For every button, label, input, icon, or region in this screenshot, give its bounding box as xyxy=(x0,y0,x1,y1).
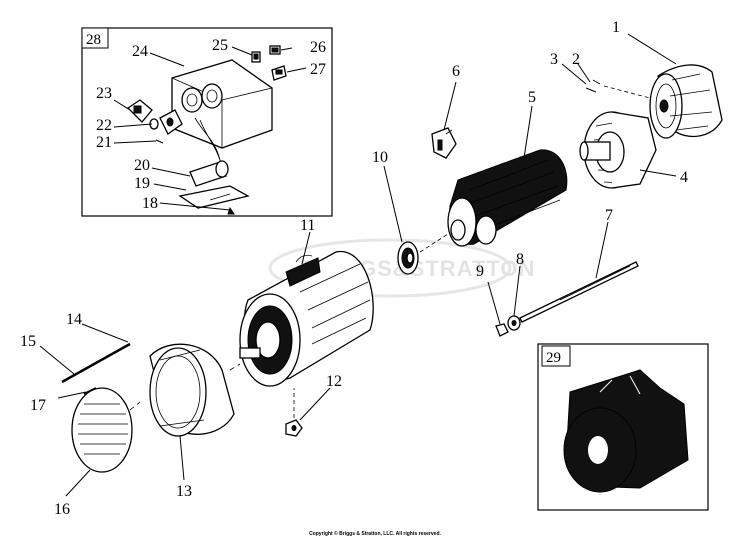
rod-part xyxy=(61,342,131,384)
control-panel-inset-box: 28 xyxy=(81,27,333,217)
callout-24: 24 xyxy=(132,43,148,60)
callout-16: 16 xyxy=(54,501,70,518)
switch-part xyxy=(126,99,153,123)
end-ring-part xyxy=(149,343,235,437)
callout-7: 7 xyxy=(605,207,613,224)
callout-11: 11 xyxy=(300,217,315,234)
callout-6: 6 xyxy=(452,63,460,80)
box-28-label: 28 xyxy=(86,32,101,48)
copyright-notice: Copyright © Briggs & Stratton, LLC. All … xyxy=(309,531,441,537)
callout-13: 13 xyxy=(176,483,192,500)
pin-part xyxy=(592,79,601,85)
callout-20: 20 xyxy=(134,157,150,174)
callout-22: 22 xyxy=(96,117,112,134)
bracket-part xyxy=(178,185,250,215)
screw-part xyxy=(155,139,164,144)
callout-14: 14 xyxy=(66,311,82,328)
callout-4: 4 xyxy=(680,169,688,186)
brush-holder-part xyxy=(431,127,457,159)
terminal-part xyxy=(269,45,281,55)
callout-23: 23 xyxy=(96,85,112,102)
rear-bearing-carrier-part xyxy=(649,64,723,139)
leader-lines xyxy=(39,33,677,497)
callout-19: 19 xyxy=(134,175,150,192)
washer-part xyxy=(507,315,521,331)
rotor-part xyxy=(447,149,568,247)
capacitor-part xyxy=(189,160,229,187)
through-bolt-part xyxy=(519,261,639,323)
receptacle-part xyxy=(149,109,183,135)
assembly-inset-box: 29 xyxy=(537,343,709,511)
control-panel-housing xyxy=(171,59,273,169)
callout-3: 3 xyxy=(550,51,558,68)
callout-27: 27 xyxy=(310,61,326,78)
breaker-part xyxy=(271,65,287,81)
box-29-label: 29 xyxy=(546,350,561,366)
stator-part xyxy=(239,251,374,387)
callout-8: 8 xyxy=(516,251,524,268)
bearing-part xyxy=(397,241,419,275)
connector-part xyxy=(251,51,261,63)
screw-part xyxy=(585,87,597,93)
callout-2: 2 xyxy=(572,51,580,68)
callout-21: 21 xyxy=(96,134,112,151)
callout-15: 15 xyxy=(20,333,36,350)
nut-part xyxy=(495,323,509,337)
callout-12: 12 xyxy=(326,373,342,390)
callout-10: 10 xyxy=(372,149,388,166)
callout-9: 9 xyxy=(476,263,484,280)
nut-part xyxy=(285,419,303,437)
callout-26: 26 xyxy=(310,39,326,56)
callout-numbers: 1 2 3 4 5 6 7 8 9 10 11 12 13 14 15 16 1… xyxy=(20,19,688,518)
assembled-generator xyxy=(563,369,689,493)
callout-5: 5 xyxy=(528,89,536,106)
grille-cover-part xyxy=(71,387,133,473)
callout-1: 1 xyxy=(612,19,620,36)
callout-18: 18 xyxy=(142,195,158,212)
fan-part xyxy=(579,111,657,189)
callout-25: 25 xyxy=(212,37,228,54)
callout-17: 17 xyxy=(30,397,46,414)
